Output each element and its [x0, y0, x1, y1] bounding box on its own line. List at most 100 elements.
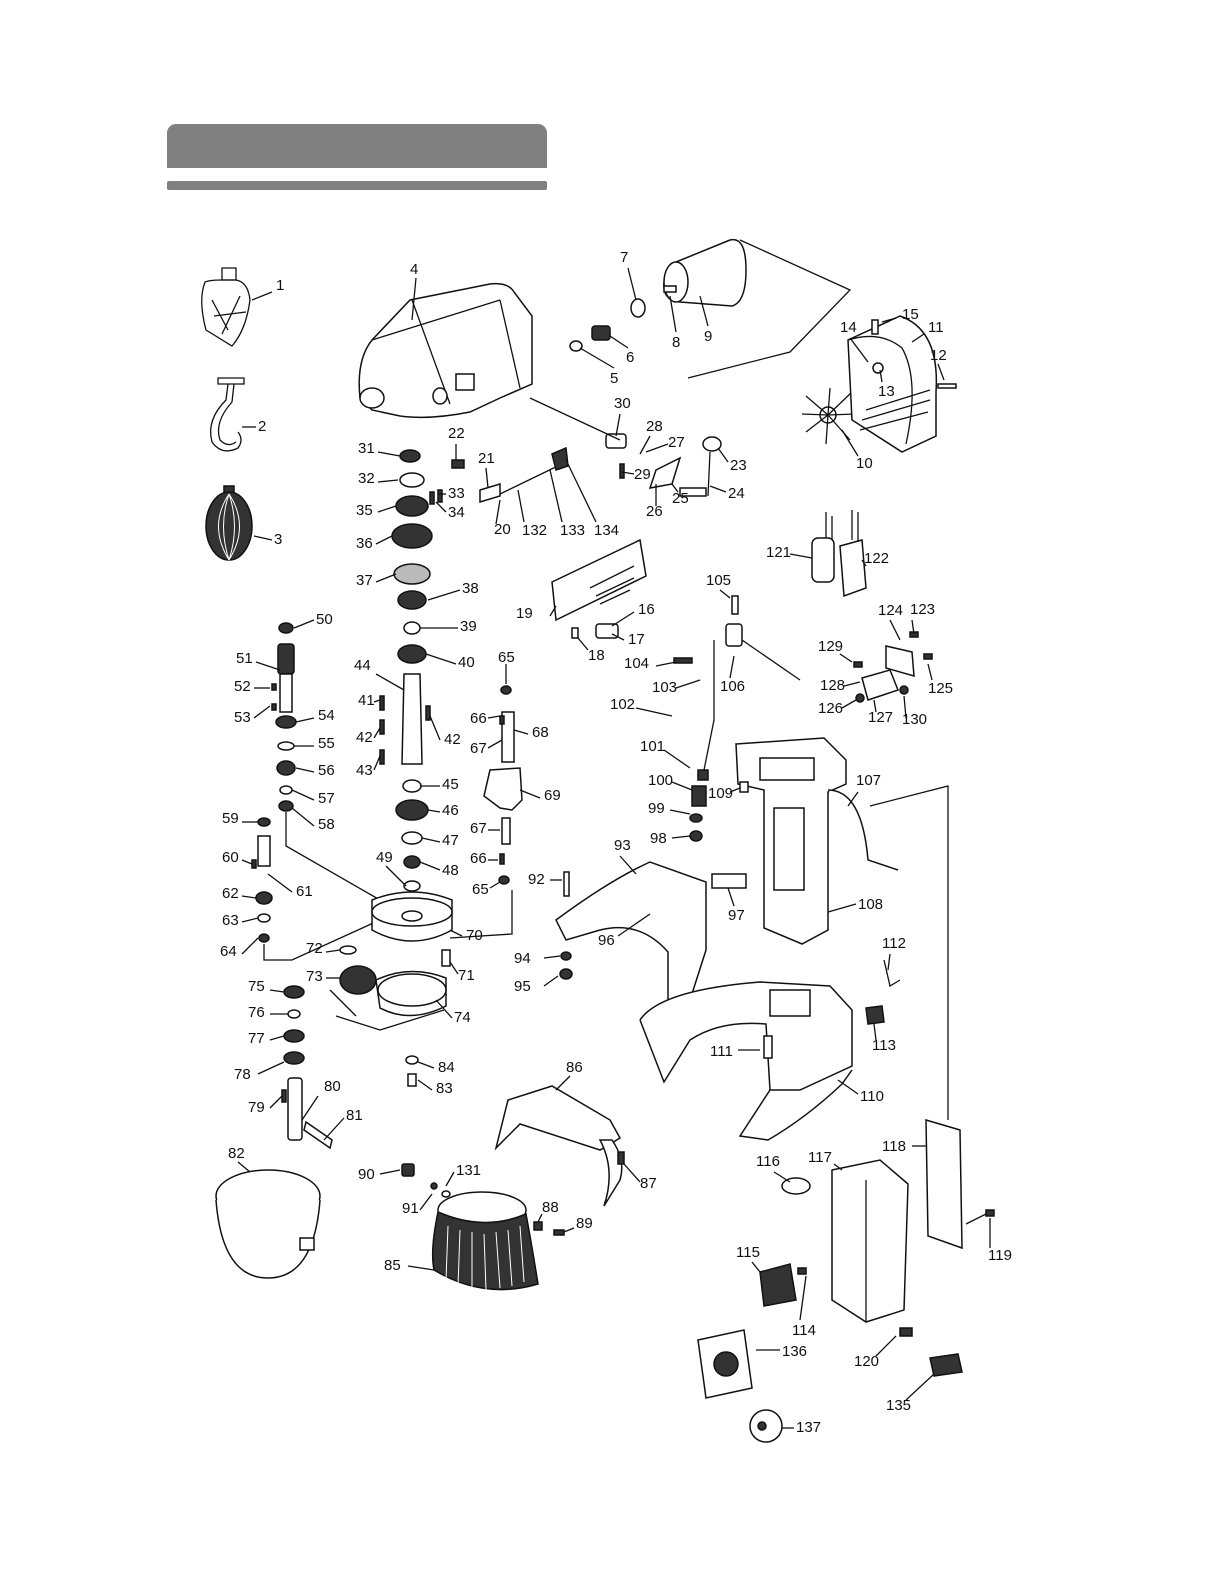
guard-bracket — [494, 1085, 625, 1236]
leader-line — [663, 749, 691, 769]
part-number-label: 115 — [736, 1244, 760, 1261]
head-housing — [358, 282, 533, 419]
leader-line — [751, 1261, 761, 1273]
part-number-label: 7 — [620, 249, 628, 266]
part-number-label: 2 — [258, 418, 266, 435]
flat-beater-attachment — [201, 267, 251, 347]
leader-line — [837, 1079, 859, 1095]
leader-line — [269, 1095, 283, 1109]
switch-bracket — [853, 631, 933, 703]
leader-line — [861, 559, 867, 567]
part-number-label: 25 — [672, 490, 689, 507]
leader-line — [729, 655, 735, 679]
part-number-label: 98 — [650, 830, 667, 847]
part-number-label: 6 — [626, 349, 634, 366]
part-number-label: 31 — [358, 440, 375, 457]
part-number-label: 128 — [820, 677, 845, 694]
part-number-label: 135 — [886, 1397, 911, 1414]
part-number-label: 77 — [248, 1030, 265, 1047]
leader-line — [375, 673, 405, 691]
part-number-label: 106 — [720, 678, 745, 695]
leader-line — [841, 429, 859, 457]
part-number-label: 74 — [454, 1009, 471, 1026]
shift-fork-shaft — [449, 685, 523, 939]
part-number-label: 134 — [594, 522, 619, 539]
part-number-label: 114 — [792, 1322, 816, 1339]
part-number-label: 62 — [222, 885, 239, 902]
part-number-label: 37 — [356, 572, 373, 589]
bowl-lift-cradle — [555, 861, 747, 1003]
leader-line — [251, 291, 273, 301]
leader-line — [517, 489, 525, 523]
part-number-label: 108 — [858, 896, 883, 913]
part-number-label: 61 — [296, 883, 313, 900]
leader-line — [373, 699, 381, 703]
leader-line — [301, 1095, 319, 1121]
leader-line — [429, 715, 441, 741]
part-number-label: 71 — [458, 967, 475, 984]
part-number-label: 12 — [930, 347, 947, 364]
part-number-label: 65 — [498, 649, 515, 666]
leader-line — [727, 887, 735, 907]
part-number-label: 125 — [928, 680, 953, 697]
part-number-label: 64 — [220, 943, 237, 960]
part-number-label: 52 — [234, 678, 251, 695]
part-number-label: 121 — [766, 544, 791, 561]
part-number-label: 70 — [466, 927, 483, 944]
part-number-label: 15 — [902, 306, 919, 323]
leader-line — [875, 1335, 897, 1357]
part-number-label: 45 — [442, 776, 459, 793]
part-number-label: 72 — [306, 940, 323, 957]
part-number-label: 103 — [652, 679, 677, 696]
part-number-label: 89 — [576, 1215, 593, 1232]
agitator-shaft — [281, 985, 333, 1150]
leader-line — [449, 961, 459, 975]
leader-line — [291, 807, 315, 827]
part-number-label: 26 — [646, 503, 663, 520]
part-number-label: 95 — [514, 978, 531, 995]
o-ring — [630, 298, 646, 318]
leader-line — [841, 699, 857, 709]
leader-line — [269, 1035, 285, 1041]
leader-line — [555, 1075, 571, 1091]
leader-line — [799, 1275, 807, 1321]
part-number-label: 40 — [458, 654, 475, 671]
leader-line — [623, 1163, 641, 1183]
part-number-label: 35 — [356, 502, 373, 519]
leader-line — [449, 929, 463, 937]
control-panel — [551, 538, 647, 639]
leader-line — [839, 653, 853, 663]
leader-line — [927, 663, 933, 681]
part-number-label: 46 — [442, 802, 459, 819]
leader-line — [255, 661, 281, 671]
leader-line — [489, 881, 501, 889]
part-number-label: 1 — [276, 277, 284, 294]
part-number-label: 44 — [354, 657, 371, 674]
shift-rods — [429, 446, 569, 505]
part-number-label: 136 — [782, 1343, 807, 1360]
leader-line — [671, 483, 679, 493]
part-number-label: 110 — [860, 1088, 884, 1105]
leader-line — [617, 913, 651, 937]
leader-line — [379, 1169, 401, 1175]
part-number-label: 18 — [588, 647, 605, 664]
leader-line — [421, 837, 441, 843]
part-number-label: 85 — [384, 1257, 401, 1274]
leader-line — [675, 679, 701, 689]
leader-line — [671, 781, 693, 791]
part-number-label: 82 — [228, 1145, 245, 1162]
part-number-label: 83 — [436, 1080, 453, 1097]
part-number-label: 34 — [448, 504, 465, 521]
leader-line — [435, 999, 453, 1019]
motor — [663, 238, 747, 307]
leader-line — [655, 661, 677, 667]
part-number-label: 17 — [628, 631, 645, 648]
leader-line — [323, 1117, 345, 1141]
part-number-label: 100 — [648, 772, 673, 789]
part-number-label: 101 — [640, 738, 665, 755]
part-number-label: 127 — [868, 709, 893, 726]
part-number-label: 28 — [646, 418, 663, 435]
part-number-label: 76 — [248, 1004, 265, 1021]
leader-line — [291, 789, 315, 801]
